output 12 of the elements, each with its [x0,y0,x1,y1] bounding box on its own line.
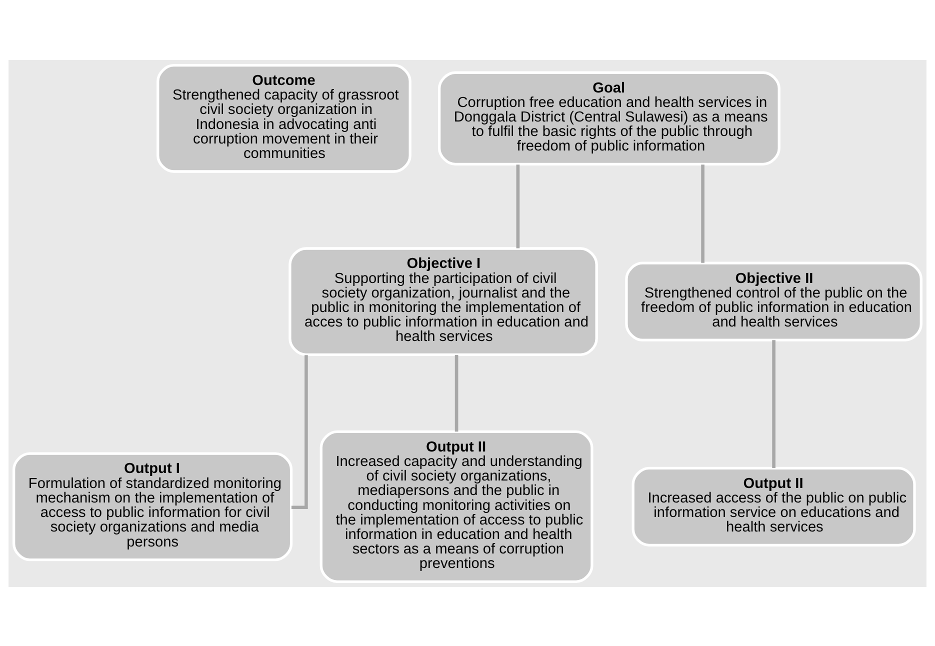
node-box: Objective I Supporting the participation of civil society organization, journalist and the public in monitoring the implementation of acces to public information in education and health services [288,246,598,356]
node-box: Output II Increased access of the public on public information service on educations and health services [632,466,916,546]
node-box: Objective II Strengthened control of the public on the freedom of public information in education and health services [625,261,922,341]
node-box: Output I Formulation of standardized monitoring mechanism on the implementation of access to public information for civil society organizations and media persons [12,452,293,561]
node-box: Goal Corruption free education and health services in Donggala District (Central Sulawesi) as a means to fulfil the basic rights of the public through freedom of public information [438,70,780,166]
connector [291,354,308,509]
connector [454,354,458,432]
connector [701,164,704,262]
connector [516,164,520,248]
node-box: Output II Increased capacity and understanding of civil society organizations, mediapersons and the public in conducting monitoring activities on the implementation of access to public information in education and health sectors as a means of corruption preventions [320,430,594,583]
node-box: Outcome Strengthened capacity of grassroot civil society organization in Indonesia in advocating anti corruption movement in their communities [156,63,412,172]
connector [772,340,776,468]
